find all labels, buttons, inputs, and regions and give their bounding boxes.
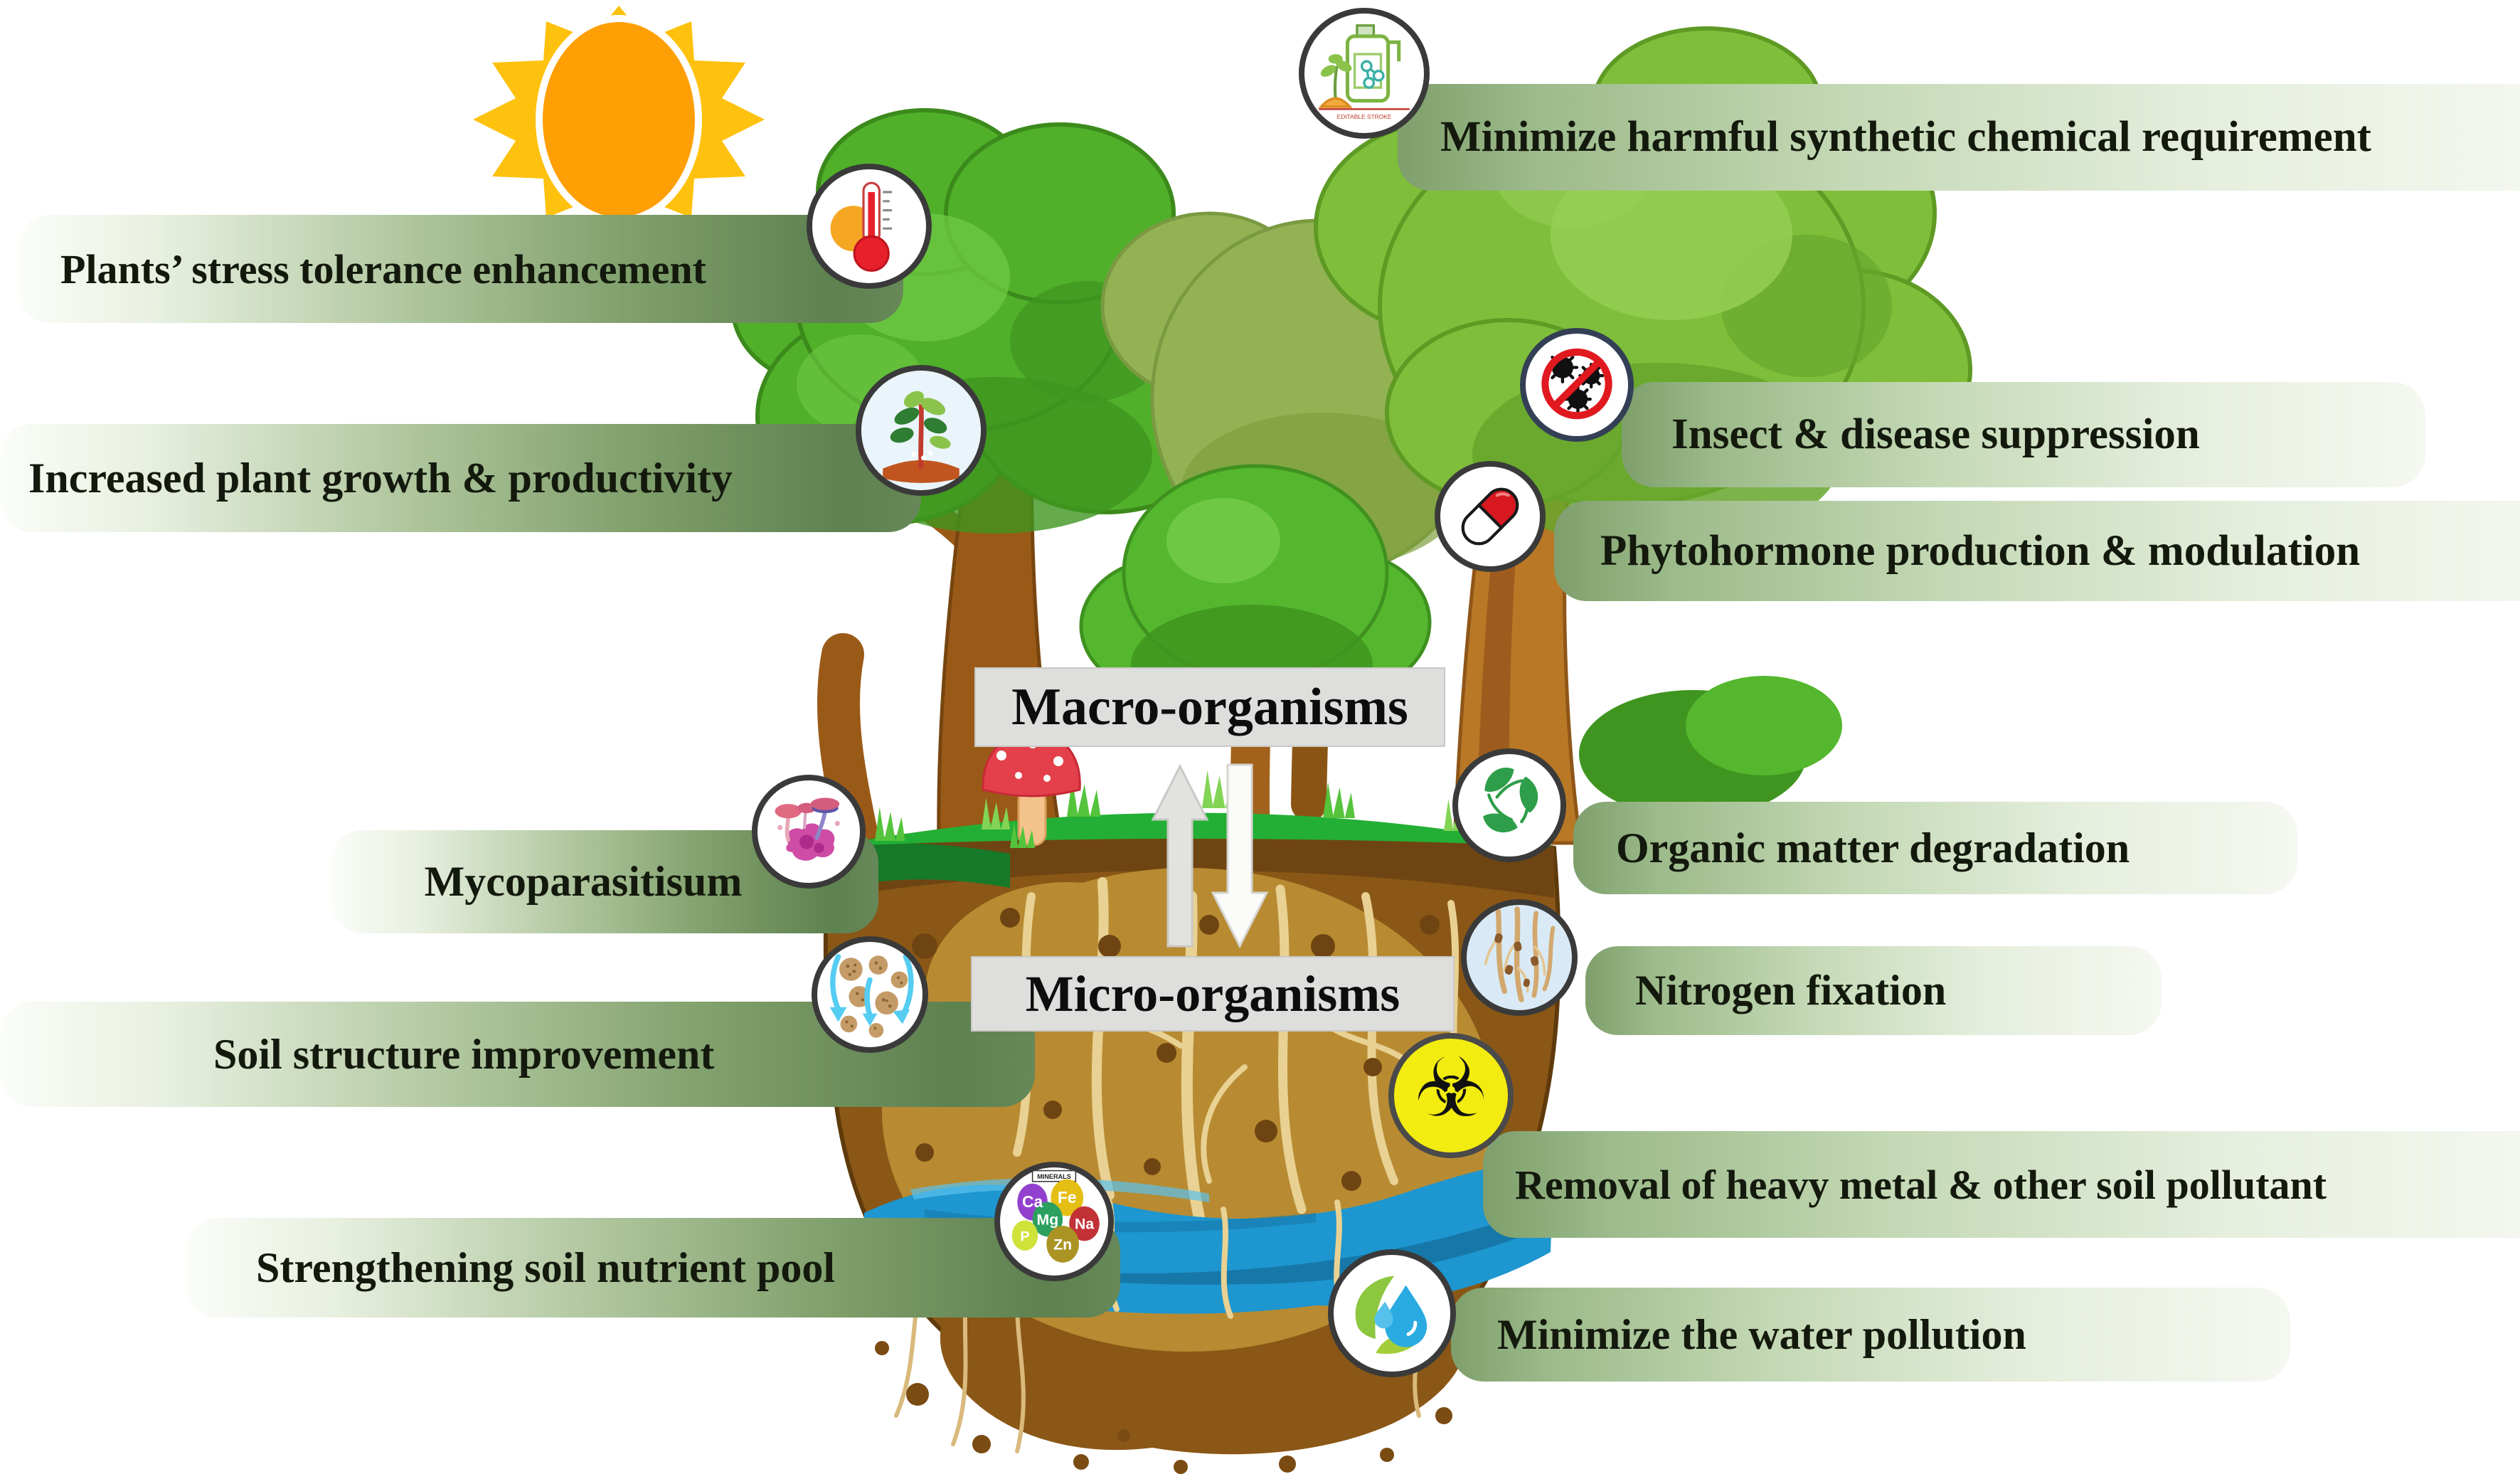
mineral-zn: Zn (1053, 1236, 1072, 1253)
macro-organisms-box: Macro-organisms (974, 667, 1445, 747)
benefit-bar-organic-matter: Organic matter degradation (1573, 802, 2297, 894)
micro-organisms-label: Micro-organisms (1025, 965, 1400, 1022)
benefit-label: Nitrogen fixation (1635, 967, 1947, 1014)
biohazard-glyph: ☣ (1414, 1041, 1487, 1136)
mineral-elements-icon: MINERALS Ca Fe Mg Na Zn P (994, 1162, 1114, 1281)
benefit-label: Minimize harmful synthetic chemical requ… (1440, 113, 2371, 161)
mineral-p: P (1020, 1229, 1029, 1244)
mineral-ca: Ca (1022, 1192, 1043, 1211)
capsule-pill-icon (1435, 461, 1546, 572)
down-arrow-icon (1211, 763, 1269, 949)
mineral-mg: Mg (1037, 1212, 1059, 1229)
chemical-jug-plant-icon: EDITABLE STROKE (1299, 8, 1430, 139)
chemical-icon-caption: EDITABLE STROKE (1337, 113, 1392, 120)
benefit-bar-heavy-metal-removal: Removal of heavy metal & other soil poll… (1483, 1131, 2520, 1238)
benefit-bar-stress-tolerance: Plants’ stress tolerance enhancement (18, 215, 903, 323)
benefit-label: Increased plant growth & productivity (28, 454, 733, 502)
benefit-label: Organic matter degradation (1616, 824, 2130, 871)
benefit-label: Minimize the water pollution (1497, 1310, 2026, 1358)
root-nodules-icon (1461, 899, 1578, 1016)
micro-organisms-box: Micro-organisms (971, 956, 1455, 1032)
growing-plant-icon (856, 365, 987, 496)
benefit-label: Plants’ stress tolerance enhancement (60, 245, 706, 292)
up-arrow-icon (1151, 763, 1209, 948)
benefit-bar-insect-suppression: Insect & disease suppression (1622, 382, 2425, 487)
benefit-label: Mycoparasitisum (424, 858, 743, 905)
benefit-bar-minimize-chemicals: Minimize harmful synthetic chemical requ… (1398, 84, 2520, 191)
water-drop-leaf-icon (1328, 1249, 1456, 1377)
mycoparasitism-fungus-icon (752, 775, 866, 889)
sun-icon (473, 6, 765, 233)
benefit-bar-plant-growth: Increased plant growth & productivity (0, 424, 921, 532)
biohazard-icon: ☣ (1388, 1033, 1514, 1158)
benefit-bar-phytohormone: Phytohormone production & modulation (1554, 501, 2520, 601)
benefit-label: Removal of heavy metal & other soil poll… (1515, 1161, 2327, 1208)
macro-micro-exchange-arrows (1151, 763, 1269, 949)
benefit-label: Strengthening soil nutrient pool (256, 1244, 836, 1291)
benefit-label: Phytohormone production & modulation (1600, 526, 2361, 575)
benefit-bar-nitrogen-fixation: Nitrogen fixation (1585, 946, 2162, 1035)
benefit-bar-mycoparasitism: Mycoparasitisum (331, 830, 878, 933)
macro-organisms-label: Macro-organisms (1011, 677, 1408, 736)
recycling-leaves-icon (1452, 748, 1566, 862)
soil-aggregates-water-icon (812, 936, 928, 1053)
mineral-fe: Fe (1058, 1188, 1077, 1207)
mineral-na: Na (1075, 1216, 1094, 1233)
minerals-title: MINERALS (1037, 1173, 1071, 1180)
benefit-bar-water-pollution: Minimize the water pollution (1451, 1288, 2290, 1382)
benefit-label: Soil structure improvement (213, 1030, 715, 1078)
benefit-bar-nutrient-pool: Strengthening soil nutrient pool (185, 1218, 1120, 1318)
thermometer-sun-icon (807, 164, 932, 289)
no-virus-icon (1520, 328, 1634, 442)
benefit-label: Insect & disease suppression (1671, 410, 2200, 458)
